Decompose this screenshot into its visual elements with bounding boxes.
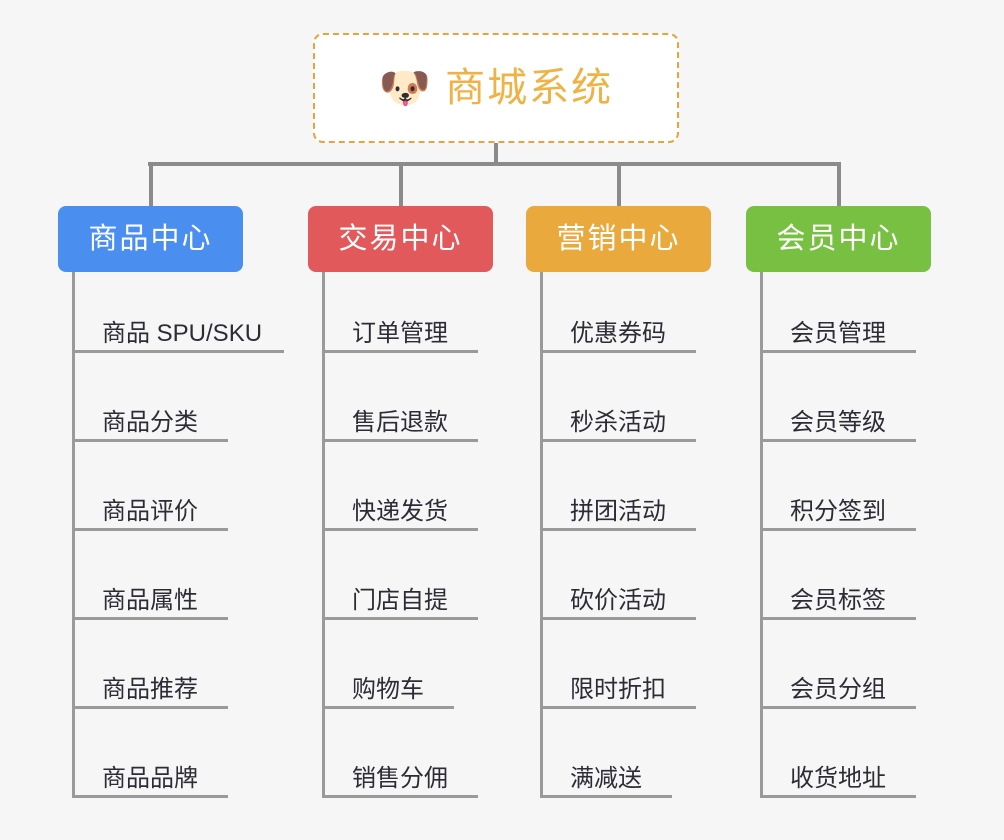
leaf-item[interactable]: 门店自提 — [322, 589, 478, 620]
category-label: 交易中心 — [338, 222, 463, 255]
leaf-label: 订单管理 — [352, 320, 448, 347]
leaf-underline — [760, 439, 916, 442]
leaf-label: 收货地址 — [790, 765, 886, 792]
leaf-underline — [72, 350, 284, 353]
leaf-label: 拼团活动 — [570, 498, 666, 525]
branch-spine-marketing-center — [540, 272, 543, 797]
leaf-underline — [322, 706, 454, 709]
leaf-underline — [760, 706, 916, 709]
leaf-item[interactable]: 优惠券码 — [540, 322, 696, 353]
leaf-label: 购物车 — [352, 676, 424, 703]
branch-spine-product-center — [72, 272, 75, 797]
leaf-label: 会员标签 — [790, 587, 886, 614]
leaf-item[interactable]: 销售分佣 — [322, 767, 478, 798]
leaf-label: 快递发货 — [352, 498, 448, 525]
leaf-item[interactable]: 购物车 — [322, 678, 454, 709]
leaf-item[interactable]: 商品分类 — [72, 411, 228, 442]
leaf-label: 限时折扣 — [570, 676, 666, 703]
leaf-item[interactable]: 商品 SPU/SKU — [72, 322, 284, 353]
leaf-underline — [72, 439, 228, 442]
leaf-item[interactable]: 快递发货 — [322, 500, 478, 531]
leaf-underline — [540, 706, 696, 709]
leaf-item[interactable]: 订单管理 — [322, 322, 478, 353]
branch-connector-marketing-center — [616, 162, 621, 206]
category-box-marketing-center[interactable]: 营销中心 — [526, 206, 711, 272]
leaf-item[interactable]: 会员管理 — [760, 322, 916, 353]
leaf-underline — [72, 795, 228, 798]
leaf-label: 门店自提 — [352, 587, 448, 614]
leaf-label: 商品分类 — [102, 409, 198, 436]
branch-connector-product-center — [148, 162, 153, 206]
leaf-label: 商品评价 — [102, 498, 198, 525]
category-label: 会员中心 — [776, 222, 901, 255]
leaf-label: 售后退款 — [352, 409, 448, 436]
leaf-underline — [72, 617, 228, 620]
leaf-underline — [760, 617, 916, 620]
leaf-item[interactable]: 会员分组 — [760, 678, 916, 709]
leaf-item[interactable]: 会员等级 — [760, 411, 916, 442]
leaf-item[interactable]: 商品推荐 — [72, 678, 228, 709]
leaf-label: 商品 SPU/SKU — [102, 320, 263, 347]
leaf-item[interactable]: 商品评价 — [72, 500, 228, 531]
leaf-item[interactable]: 商品品牌 — [72, 767, 228, 798]
leaf-underline — [760, 528, 916, 531]
category-label: 营销中心 — [556, 222, 681, 255]
branch-connector-trade-center — [398, 162, 403, 206]
leaf-item[interactable]: 秒杀活动 — [540, 411, 696, 442]
leaf-label: 销售分佣 — [352, 765, 448, 792]
leaf-label: 优惠券码 — [570, 320, 666, 347]
leaf-item[interactable]: 拼团活动 — [540, 500, 696, 531]
leaf-item[interactable]: 会员标签 — [760, 589, 916, 620]
dog-face-icon: 🐶 — [378, 64, 432, 111]
leaf-underline — [540, 350, 696, 353]
branch-spine-trade-center — [322, 272, 325, 797]
leaf-label: 秒杀活动 — [570, 409, 666, 436]
leaf-label: 砍价活动 — [570, 587, 666, 614]
leaf-label: 会员分组 — [790, 676, 886, 703]
leaf-underline — [760, 350, 916, 353]
leaf-item[interactable]: 满减送 — [540, 767, 672, 798]
branch-spine-member-center — [760, 272, 763, 797]
leaf-label: 会员等级 — [790, 409, 886, 436]
leaf-label: 商品推荐 — [102, 676, 198, 703]
root-node[interactable]: 🐶 商城系统 — [313, 33, 679, 143]
leaf-label: 商品品牌 — [102, 765, 198, 792]
leaf-label: 满减送 — [570, 765, 642, 792]
leaf-item[interactable]: 积分签到 — [760, 500, 916, 531]
root-connector-stub — [494, 143, 498, 164]
leaf-underline — [540, 439, 696, 442]
category-box-trade-center[interactable]: 交易中心 — [308, 206, 493, 272]
leaf-item[interactable]: 售后退款 — [322, 411, 478, 442]
leaf-item[interactable]: 收货地址 — [760, 767, 916, 798]
leaf-item[interactable]: 商品属性 — [72, 589, 228, 620]
category-label: 商品中心 — [88, 222, 213, 255]
leaf-underline — [322, 439, 478, 442]
leaf-underline — [322, 795, 478, 798]
category-box-member-center[interactable]: 会员中心 — [746, 206, 931, 272]
leaf-label: 积分签到 — [790, 498, 886, 525]
leaf-item[interactable]: 限时折扣 — [540, 678, 696, 709]
leaf-underline — [540, 617, 696, 620]
leaf-label: 会员管理 — [790, 320, 886, 347]
leaf-underline — [322, 350, 478, 353]
leaf-label: 商品属性 — [102, 587, 198, 614]
leaf-underline — [540, 528, 696, 531]
leaf-item[interactable]: 砍价活动 — [540, 589, 696, 620]
leaf-underline — [540, 795, 672, 798]
leaf-underline — [72, 706, 228, 709]
category-box-product-center[interactable]: 商品中心 — [58, 206, 243, 272]
root-title: 商城系统 — [445, 66, 614, 110]
leaf-underline — [322, 528, 478, 531]
branch-connector-member-center — [836, 162, 841, 206]
branch-bus-line — [148, 162, 838, 166]
leaf-underline — [322, 617, 478, 620]
leaf-underline — [760, 795, 916, 798]
leaf-underline — [72, 528, 228, 531]
